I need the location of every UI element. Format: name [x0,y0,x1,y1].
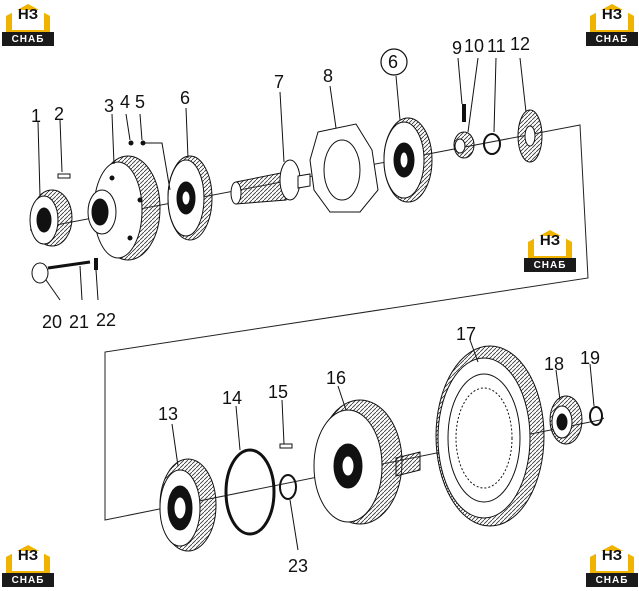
callout-17: 17 [456,324,476,344]
logo-top-left-subtext: СНАБ [11,34,45,45]
callout-23: 23 [288,556,308,576]
callout-6-right: 6 [388,52,398,72]
logo-top-left: НЗ СНАБ [2,2,54,48]
callout-13: 13 [158,404,178,424]
logo-bottom-left-text: НЗ [17,547,39,564]
leader-lines [37,57,595,551]
part-7-shaft [230,159,311,205]
logo-bottom-left-subtext: СНАБ [11,575,45,586]
part-19-snap-ring [589,406,603,426]
part-14-o-ring [224,448,276,536]
logo-center-right-text: НЗ [539,232,561,249]
part-6-clutch-disc-left [167,155,213,241]
logo-center-right-mark [524,230,576,272]
part-3-carrier-housing [87,155,161,261]
part-23-ring [279,474,297,500]
logo-top-left-text: НЗ [17,6,39,23]
callout-9: 9 [452,38,462,58]
callout-3: 3 [104,96,114,116]
logo-bottom-left: НЗ СНАБ [2,543,54,589]
part-22-washer [94,258,98,270]
part-15-pin [279,443,293,449]
part-10-needle-bearing [453,131,475,159]
callout-18: 18 [544,354,564,374]
callout-14: 14 [222,388,242,408]
part-2-pin [57,173,71,179]
logo-center-right-subtext: СНАБ [533,260,567,271]
part-17-ring-gear [435,345,545,527]
callout-15: 15 [268,382,288,402]
logo-top-right: НЗ СНАБ [586,2,638,48]
callout-6-left: 6 [180,88,190,108]
logo-top-right-text: НЗ [601,6,623,23]
callout-7: 7 [274,72,284,92]
logo-bottom-right-subtext: СНАБ [595,575,629,586]
part-21-bolt-shank [47,260,91,270]
callout-11: 11 [487,36,506,56]
callout-4: 4 [120,92,130,112]
part-4-ball [128,140,134,146]
logo-bottom-right-text: НЗ [601,547,623,564]
callout-20: 20 [42,312,62,332]
part-1-bearing [29,189,73,247]
callout-labels: 1 2 3 4 5 6 7 8 6 9 10 11 12 20 21 22 13… [31,34,600,576]
part-20-bolt-head [31,262,49,284]
part-5-ball [140,140,146,146]
logo-top-right-subtext: СНАБ [595,34,629,45]
part-18-bearing [549,395,583,445]
callout-19: 19 [580,348,600,368]
logo-top-right-mark [586,4,638,46]
part-13-bearing-housing [159,458,217,552]
logo-bottom-right-mark [586,545,638,587]
callout-1: 1 [31,106,41,126]
logo-top-left-mark [2,4,54,46]
logo-bottom-left-mark [2,545,54,587]
callout-21: 21 [69,312,89,332]
part-11-snap-ring [483,133,501,155]
part-9-bolt [462,104,466,122]
logo-bottom-right: НЗ СНАБ [586,543,638,589]
callout-16: 16 [326,368,346,388]
callout-6-circle [380,48,408,76]
part-16-clutch-drum [313,399,421,525]
callout-5: 5 [135,92,145,112]
part-8-separator-plate [309,123,379,213]
callout-2: 2 [54,104,64,124]
logo-center-right: НЗ СНАБ [524,228,576,274]
callout-12: 12 [510,34,530,54]
callout-10: 10 [464,36,484,56]
callout-8: 8 [323,66,333,86]
part-12-thrust-washer [517,109,543,163]
callout-22: 22 [96,310,116,330]
part-6-clutch-disc-right [383,117,433,203]
